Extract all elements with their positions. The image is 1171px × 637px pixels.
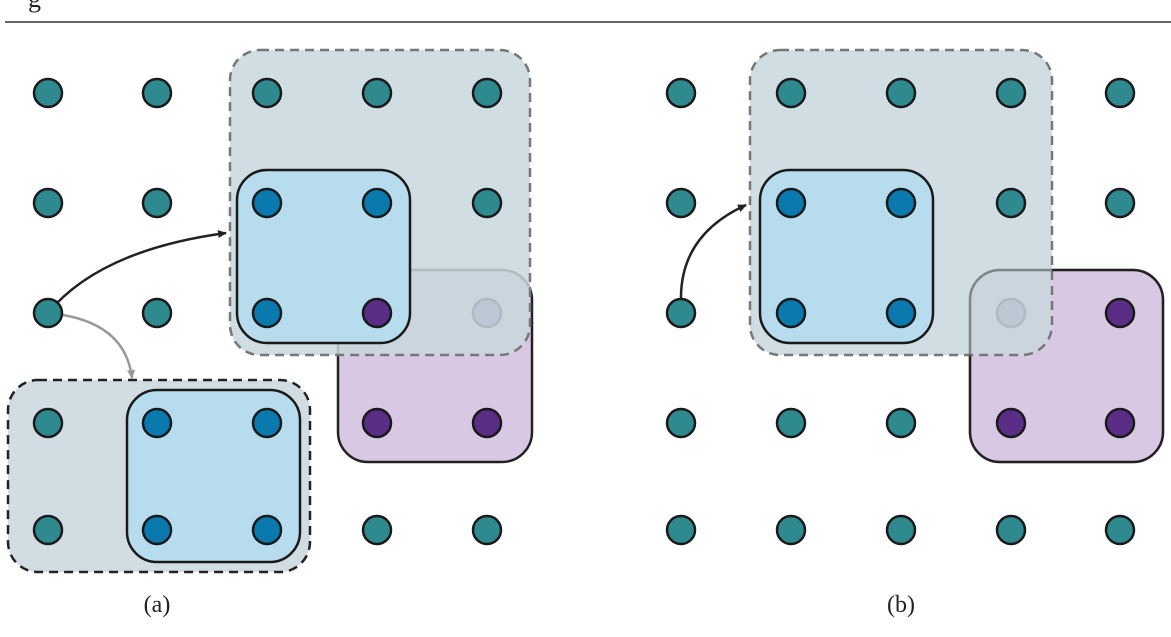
node [32, 297, 64, 329]
node [995, 514, 1027, 546]
panel-b-label: (b) [887, 592, 915, 618]
node [775, 77, 807, 109]
node [32, 77, 64, 109]
node [251, 514, 283, 546]
node [251, 77, 283, 109]
node [471, 407, 503, 439]
purple-region-b-outline [968, 268, 1165, 464]
node [471, 514, 503, 546]
node [361, 514, 393, 546]
node [885, 187, 917, 219]
node [775, 407, 807, 439]
node [251, 407, 283, 439]
node [141, 77, 173, 109]
node [1104, 187, 1136, 219]
node [665, 407, 697, 439]
node [361, 407, 393, 439]
arrow-grey-a [47, 311, 136, 379]
node [885, 77, 917, 109]
node [885, 514, 917, 546]
node [141, 407, 173, 439]
node [1104, 514, 1136, 546]
node [141, 514, 173, 546]
node [775, 187, 807, 219]
node [251, 187, 283, 219]
cropped-heading-fragment: g [28, 0, 41, 14]
node [471, 77, 503, 109]
node [141, 187, 173, 219]
node [361, 297, 393, 329]
arrow-black-a [47, 230, 227, 314]
node [32, 187, 64, 219]
node [665, 77, 697, 109]
node [471, 187, 503, 219]
node [251, 297, 283, 329]
node [665, 297, 697, 329]
node [995, 187, 1027, 219]
node [361, 77, 393, 109]
node [141, 297, 173, 329]
node [32, 514, 64, 546]
node [1104, 297, 1136, 329]
node [1104, 407, 1136, 439]
node [995, 407, 1027, 439]
node [885, 407, 917, 439]
node [775, 297, 807, 329]
node [665, 187, 697, 219]
node [1104, 77, 1136, 109]
panel-a-label: (a) [143, 592, 171, 618]
node [885, 297, 917, 329]
divider-line [5, 21, 1171, 23]
node [665, 514, 697, 546]
node [32, 407, 64, 439]
node [361, 187, 393, 219]
node [775, 514, 807, 546]
node [995, 77, 1027, 109]
arrow-black-b [679, 203, 747, 301]
